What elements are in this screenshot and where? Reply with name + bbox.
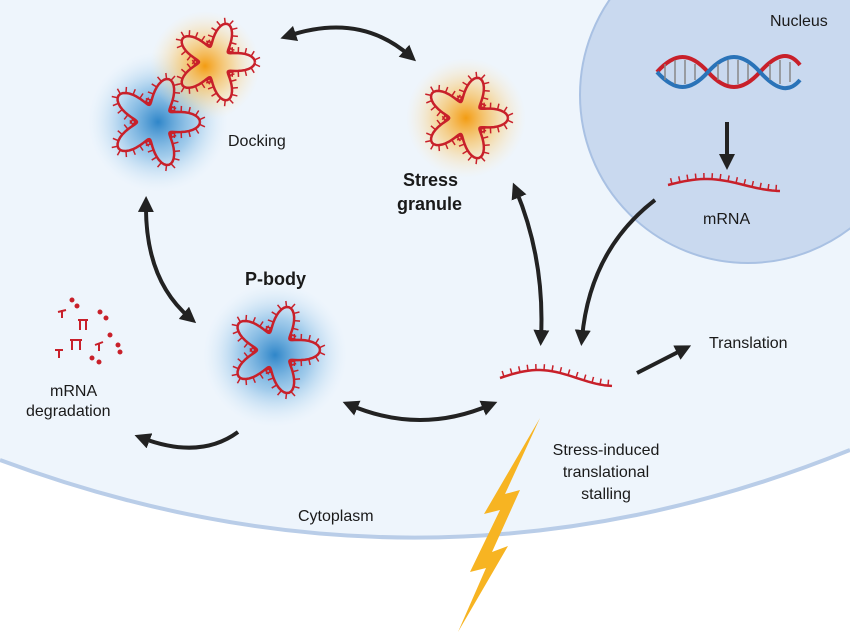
stalling-label-3: stalling xyxy=(581,486,631,503)
docking-stress-granule-glow xyxy=(150,11,260,121)
docking-stress-granule-rna xyxy=(175,17,261,107)
cytoplasmic-mrna-strand xyxy=(499,364,613,388)
arrow-to-translation xyxy=(636,345,692,375)
nucleus xyxy=(579,0,850,264)
stress-granule-label-2: granule xyxy=(397,194,462,214)
degraded-mrna-fragments-icon xyxy=(55,297,123,365)
nuclear-mrna-label: mRNA xyxy=(703,211,750,228)
stress-lightning-icon xyxy=(458,418,540,632)
docking-label: Docking xyxy=(228,133,286,150)
nucleus-label: Nucleus xyxy=(770,13,828,30)
p-body-label: P-body xyxy=(245,269,306,289)
arrow-p-body-to-degradation xyxy=(134,430,240,450)
stress-granule-label-1: Stress xyxy=(403,170,458,190)
p-body-glow xyxy=(203,283,347,427)
degradation-label-1: mRNA xyxy=(50,383,97,400)
degradation-label-2: degradation xyxy=(26,403,111,420)
stress-granule-glow xyxy=(406,58,526,178)
arrow-stress-granule-mrna xyxy=(511,182,550,346)
docking-p-body-rna xyxy=(111,72,206,172)
dna-helix-icon xyxy=(655,54,802,91)
arrow-nucleus-to-mrna xyxy=(574,198,657,346)
cytoplasm-label: Cytoplasm xyxy=(298,508,374,525)
arrow-p-body-mrna xyxy=(342,400,498,422)
p-body-rna xyxy=(231,300,326,400)
cell-membrane xyxy=(0,448,850,540)
nuclear-mrna-strand xyxy=(667,173,781,193)
arrow-docking-p-body xyxy=(137,196,197,324)
stalling-label-1: Stress-induced xyxy=(553,442,660,459)
stress-granule-rna xyxy=(425,71,514,165)
arrow-docking-stress-granule xyxy=(280,25,417,62)
translation-label: Translation xyxy=(709,335,788,352)
stalling-label-2: translational xyxy=(563,464,649,481)
